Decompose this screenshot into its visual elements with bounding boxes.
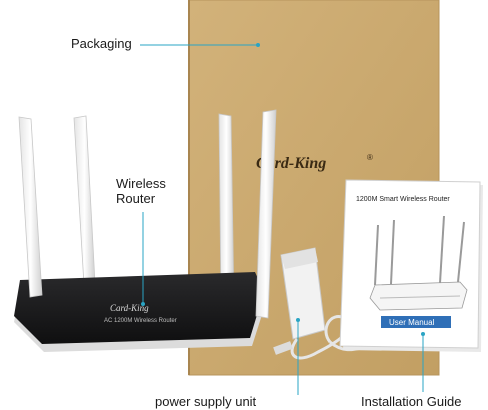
power-supply-label: power supply unit [155, 394, 257, 409]
wireless-router-label: Wireless Router [116, 176, 186, 207]
router-antennas-front [18, 109, 277, 319]
callout-dot-psu [296, 318, 300, 322]
router-brand-text: Card-King [110, 303, 149, 313]
callout-dot-guide [421, 332, 425, 336]
callout-dot-router [141, 302, 145, 306]
packaging-label: Packaging [71, 36, 132, 51]
manual-button-text: User Manual [389, 318, 435, 327]
wireless-router-label-line1: Wireless [116, 176, 166, 191]
wireless-router: Card-King AC 1200M Wireless Router [14, 272, 268, 352]
box-trademark: ® [367, 153, 373, 162]
callout-dot-packaging [256, 43, 260, 47]
installation-guide-label: Installation Guide [361, 394, 462, 409]
callout-lines [140, 43, 425, 395]
manual-title-text: 1200M Smart Wireless Router [356, 196, 450, 203]
router-model-text: AC 1200M Wireless Router [104, 318, 177, 324]
wireless-router-label-line2: Router [116, 190, 156, 206]
user-manual: 1200M Smart Wireless Router User Manual [339, 179, 483, 352]
